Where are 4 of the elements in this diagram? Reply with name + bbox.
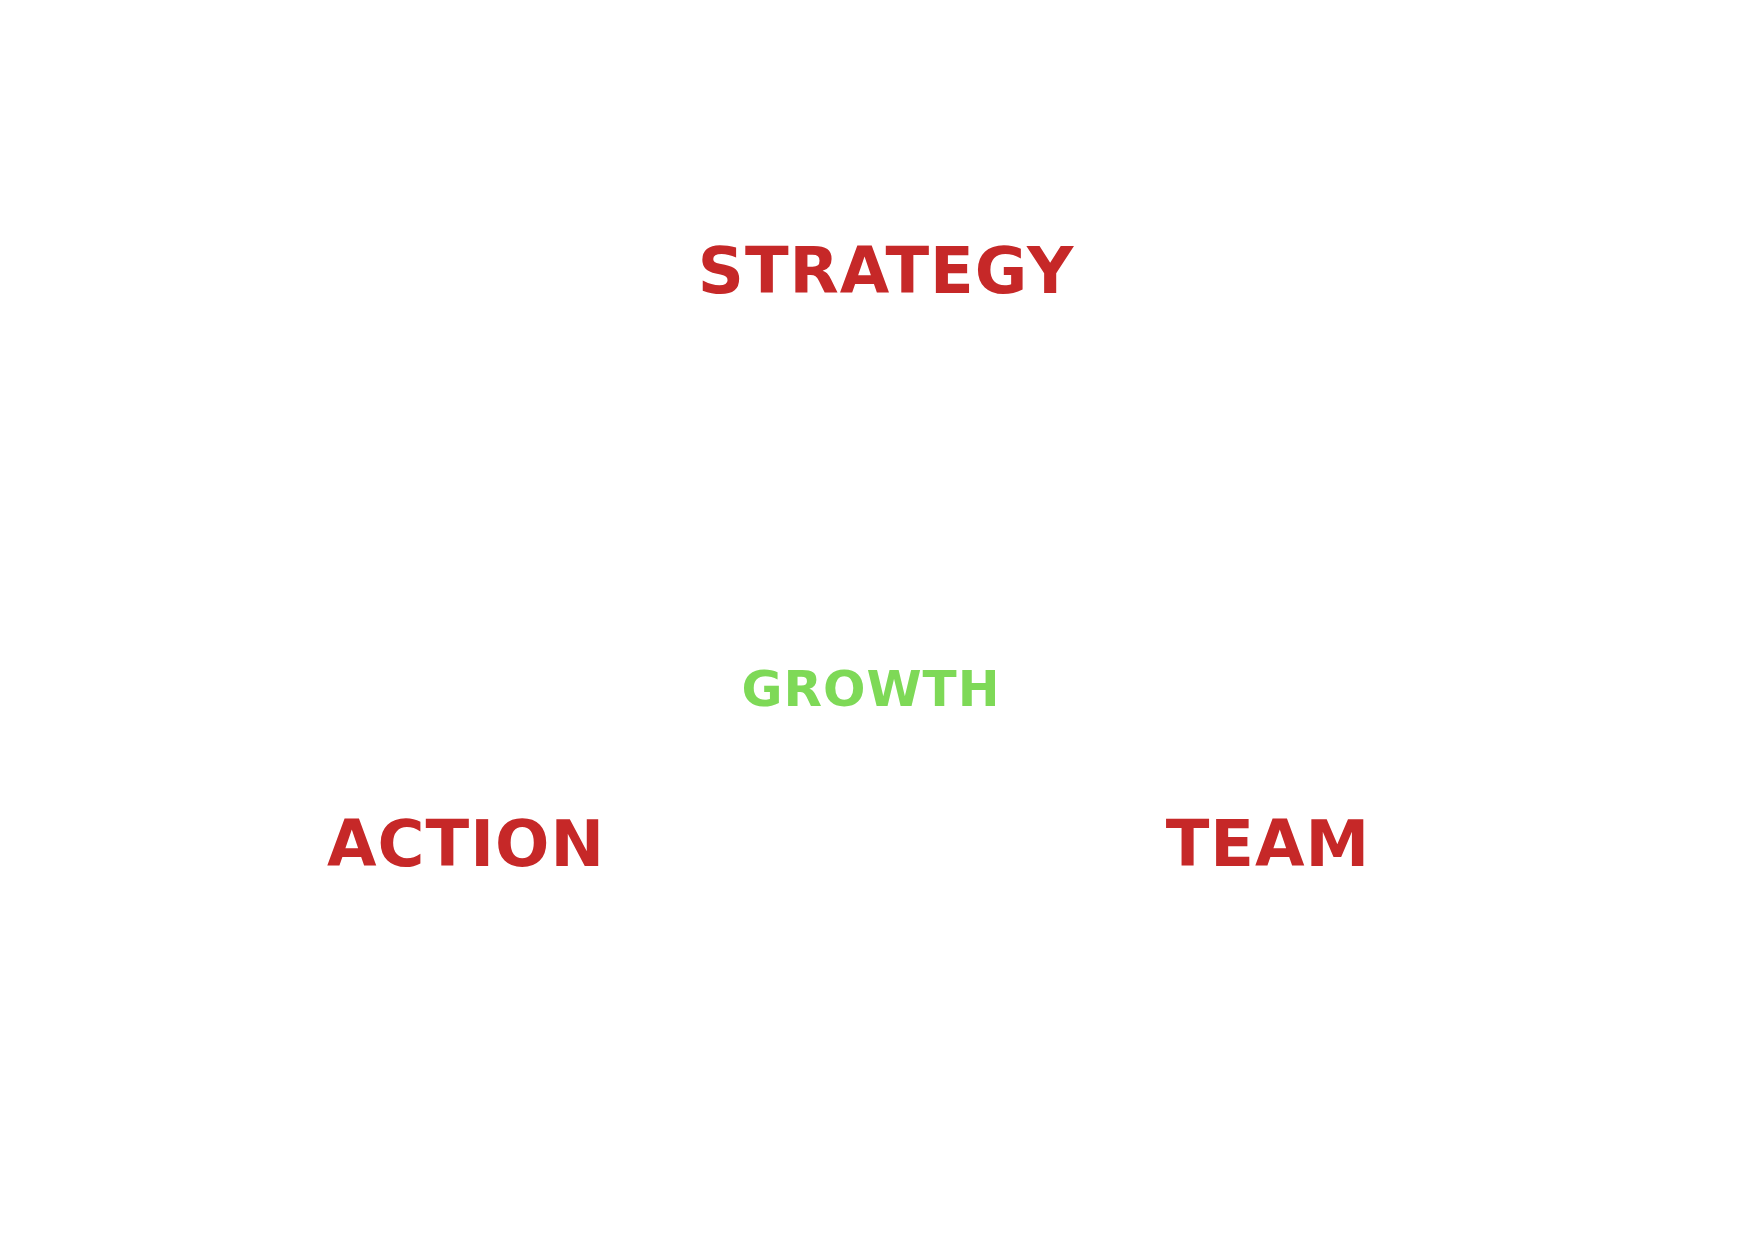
heading-label: TEAM xyxy=(1165,812,1371,876)
center-label: GROWTH xyxy=(741,664,1001,714)
heading-label: ACTION xyxy=(327,812,605,876)
heading-label: STRATEGY xyxy=(697,239,1075,303)
